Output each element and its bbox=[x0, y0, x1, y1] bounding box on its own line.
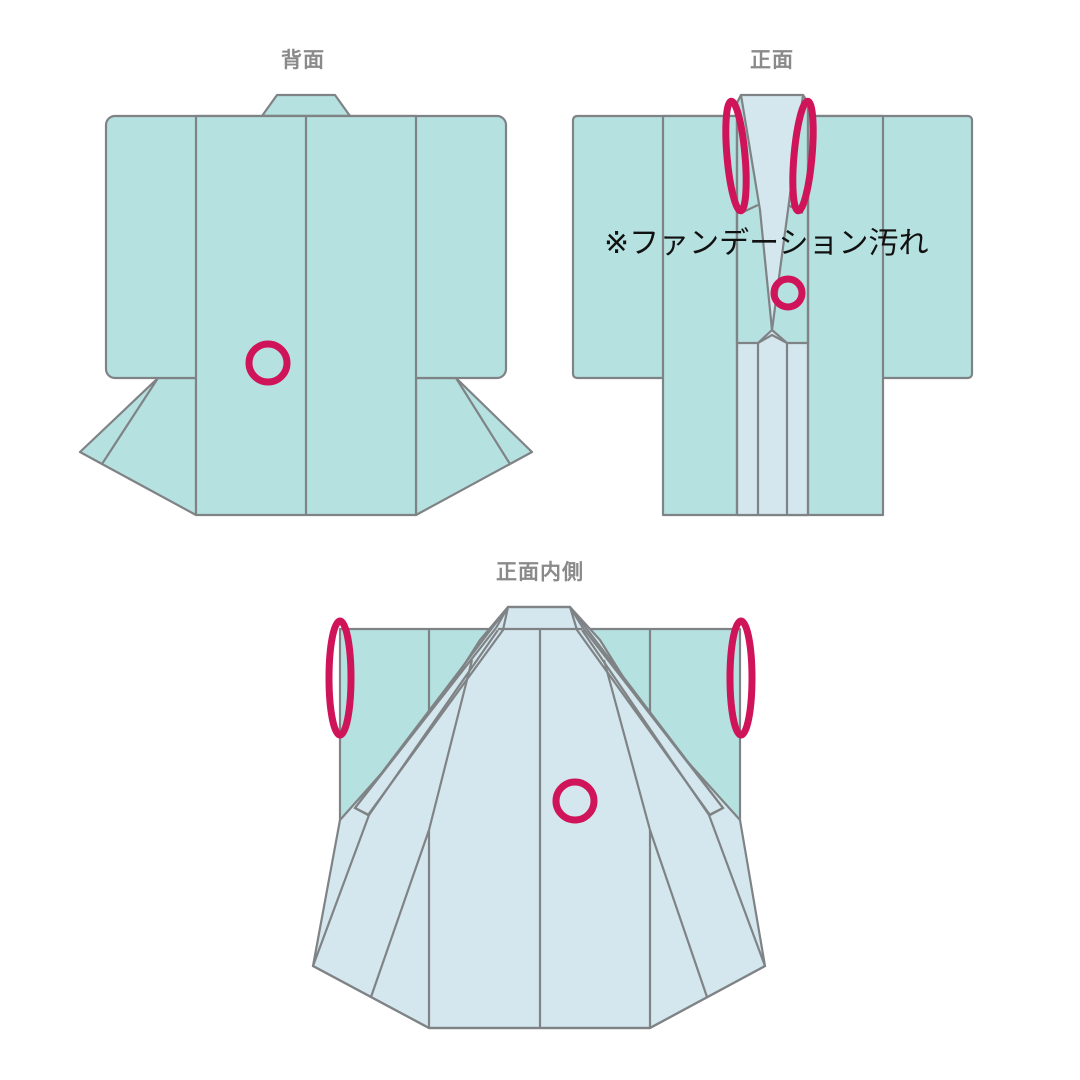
stain-marker-front-collar-left bbox=[722, 97, 750, 215]
front-view-label: 正面 bbox=[750, 48, 794, 72]
back-skirt-left bbox=[78, 376, 198, 517]
stain-marker-inside-lining bbox=[552, 778, 598, 824]
back-view-label: 背面 bbox=[281, 48, 325, 72]
stain-marker-back-body bbox=[245, 340, 291, 386]
back-skirt-right bbox=[414, 376, 534, 517]
stain-marker-inside-sleeve-left bbox=[325, 617, 355, 739]
front-view-garment bbox=[571, 93, 974, 517]
inside-view-garment bbox=[311, 605, 767, 1030]
stain-marker-front-chest bbox=[770, 275, 806, 311]
back-view-garment bbox=[78, 93, 534, 517]
stain-note: ※ファンデーション汚れ bbox=[604, 226, 929, 261]
inside-view-label: 正面内側 bbox=[496, 560, 584, 584]
back-collar bbox=[260, 93, 352, 118]
stain-marker-front-collar-right bbox=[789, 97, 817, 215]
stain-marker-inside-sleeve-right bbox=[726, 617, 756, 739]
